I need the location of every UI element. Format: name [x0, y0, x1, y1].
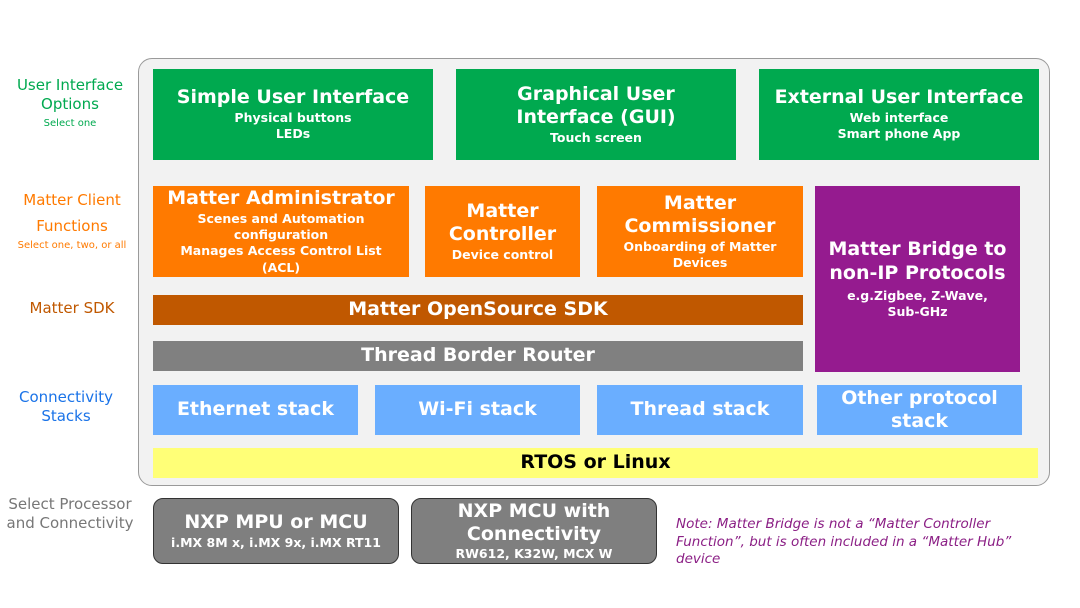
stack-wifi-label: Wi-Fi stack: [418, 398, 537, 421]
row-label-client-title: Matter Client Functions: [23, 191, 121, 235]
bridge-box-title: Matter Bridge to non-IP Protocols: [828, 238, 1007, 284]
bridge-note-line3: device: [676, 551, 721, 568]
bridge-box-line1: e.g.Zigbee, Z-Wave,: [847, 287, 988, 303]
ui-box-external-line2: Smart phone App: [837, 126, 961, 142]
ui-box-simple-line2: LEDs: [275, 126, 311, 142]
rtos-bar-label: RTOS or Linux: [520, 451, 671, 474]
rtos-bar: RTOS or Linux: [153, 448, 1038, 478]
row-label-client-sub: Select one, two, or all: [17, 240, 127, 251]
client-box-commissioner: Matter Commissioner Onboarding of Matter…: [597, 186, 803, 277]
stack-ethernet-label: Ethernet stack: [176, 398, 335, 421]
ui-box-simple: Simple User Interface Physical buttons L…: [153, 69, 433, 160]
client-box-administrator-line1: Scenes and Automation: [197, 210, 365, 226]
processor-box-mcu-title: NXP MCU with Connectivity: [457, 500, 611, 545]
stack-other-label: Other protocol stack: [841, 387, 998, 432]
ui-box-gui-line1: Touch screen: [550, 130, 642, 146]
ui-box-gui-title: Graphical User Interface (GUI): [516, 82, 676, 129]
sdk-bar-label: Matter OpenSource SDK: [348, 298, 608, 321]
client-box-controller-line1: Device control: [451, 247, 554, 263]
row-label-ui-title: User Interface Options: [16, 76, 124, 113]
ui-box-external: External User Interface Web interface Sm…: [759, 69, 1039, 160]
processor-box-mpu-sub: i.MX 8M x, i.MX 9x, i.MX RT11: [171, 534, 381, 550]
processor-box-mpu-title: NXP MPU or MCU: [184, 511, 368, 533]
ui-box-external-line1: Web interface: [849, 110, 949, 126]
client-box-administrator-line2: configuration: [233, 227, 329, 243]
bridge-note-line2: Function”, but is often included in a “M…: [676, 533, 1012, 550]
stack-other: Other protocol stack: [817, 385, 1022, 435]
client-box-controller-title: Matter Controller: [448, 199, 557, 246]
row-label-ui-sub: Select one: [43, 117, 97, 129]
stack-thread: Thread stack: [597, 385, 803, 435]
client-box-administrator-title: Matter Administrator: [167, 187, 395, 210]
stack-thread-label: Thread stack: [630, 398, 770, 421]
stack-ethernet: Ethernet stack: [153, 385, 358, 435]
row-label-proc: Select Processor and Connectivity: [6, 495, 134, 533]
bridge-note-line1: Note: Matter Bridge is not a “Matter Con…: [676, 516, 991, 532]
sdk-bar: Matter OpenSource SDK: [153, 295, 803, 325]
row-label-conn: Connectivity Stacks: [8, 388, 124, 426]
stack-wifi: Wi-Fi stack: [375, 385, 580, 435]
row-label-proc-title: Select Processor and Connectivity: [6, 495, 134, 532]
bridge-box: Matter Bridge to non-IP Protocols e.g.Zi…: [815, 186, 1020, 372]
client-box-administrator-line3: Manages Access Control List: [180, 243, 382, 259]
client-box-commissioner-line1: Onboarding of Matter: [623, 239, 777, 254]
client-box-administrator-line4: (ACL): [261, 259, 301, 275]
ui-box-gui: Graphical User Interface (GUI) Touch scr…: [456, 69, 736, 160]
client-box-commissioner-line2: Devices: [672, 255, 728, 271]
row-label-client: Matter Client Functions Select one, two,…: [8, 188, 136, 253]
row-label-ui: User Interface Options Select one: [8, 76, 132, 130]
client-box-commissioner-title: Matter Commissioner: [624, 191, 776, 238]
thread-border-router-label: Thread Border Router: [361, 344, 595, 367]
bridge-note: Note: Matter Bridge is not a “Matter Con…: [676, 516, 1011, 569]
processor-box-mcu-sub: RW612, K32W, MCX W: [455, 545, 613, 561]
thread-border-router-bar: Thread Border Router: [153, 341, 803, 371]
ui-box-external-title: External User Interface: [774, 86, 1024, 109]
ui-box-simple-title: Simple User Interface: [176, 86, 410, 109]
client-box-administrator: Matter Administrator Scenes and Automati…: [153, 186, 409, 277]
processor-box-mcu: NXP MCU with Connectivity RW612, K32W, M…: [411, 498, 657, 564]
client-box-controller: Matter Controller Device control: [425, 186, 580, 277]
ui-box-simple-line1: Physical buttons: [234, 110, 352, 126]
bridge-box-line2: Sub-GHz: [887, 303, 948, 319]
row-label-sdk-title: Matter SDK: [29, 299, 115, 317]
processor-box-mpu: NXP MPU or MCU i.MX 8M x, i.MX 9x, i.MX …: [153, 498, 399, 564]
row-label-conn-title: Connectivity Stacks: [19, 388, 113, 425]
row-label-sdk: Matter SDK: [8, 299, 136, 318]
